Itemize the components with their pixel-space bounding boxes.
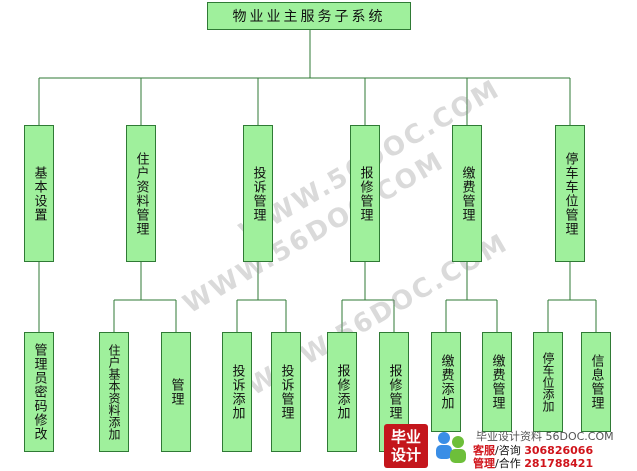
submodule-parking-add: 停车位添加: [533, 332, 563, 432]
submodule-label: 停车位添加: [541, 352, 555, 412]
module-parking: 停车车位管理: [555, 125, 585, 262]
submodule-admin-password: 管理员密码修改: [24, 332, 54, 452]
module-label: 停车车位管理: [562, 151, 578, 236]
submodule-complaint-manage: 投诉管理: [271, 332, 301, 452]
site-logo: 毕业设计: [384, 424, 428, 468]
submodule-complaint-add: 投诉添加: [222, 332, 252, 452]
submodule-label: 报修管理: [386, 364, 402, 420]
module-label: 投诉管理: [250, 165, 266, 222]
footer-line-2: 客服/咨询 306826066: [473, 444, 594, 457]
module-resident-info: 住户资料管理: [126, 125, 156, 262]
submodule-payment-add: 缴费添加: [431, 332, 461, 432]
module-basic-settings: 基本设置: [24, 125, 54, 262]
footer-line-3: 管理/合作 281788421: [473, 457, 594, 470]
module-label: 报修管理: [357, 165, 373, 222]
submodule-label: 缴费管理: [489, 354, 505, 410]
submodule-label: 管理: [168, 378, 184, 406]
module-payments: 缴费管理: [452, 125, 482, 262]
submodule-label: 报修添加: [334, 364, 350, 420]
module-label: 基本设置: [31, 165, 47, 222]
submodule-label: 住户基本资料添加: [107, 344, 121, 440]
footer-line-1: 毕业设计资料 56DOC.COM: [476, 430, 614, 443]
submodule-info-manage: 信息管理: [581, 332, 611, 432]
root-node: 物业业主服务子系统: [207, 2, 411, 30]
submodule-label: 管理员密码修改: [31, 343, 47, 441]
people-icon: [436, 432, 466, 463]
root-title: 物业业主服务子系统: [232, 9, 386, 25]
submodule-label: 缴费添加: [438, 354, 454, 410]
submodule-resident-manage: 管理: [161, 332, 191, 452]
module-complaints: 投诉管理: [243, 125, 273, 262]
module-repairs: 报修管理: [350, 125, 380, 262]
submodule-repair-add: 报修添加: [327, 332, 357, 452]
submodule-label: 投诉添加: [229, 364, 245, 420]
submodule-resident-add: 住户基本资料添加: [99, 332, 129, 452]
submodule-payment-manage: 缴费管理: [482, 332, 512, 432]
module-label: 缴费管理: [459, 165, 475, 222]
module-label: 住户资料管理: [133, 151, 149, 236]
submodule-label: 信息管理: [588, 354, 604, 410]
submodule-label: 投诉管理: [278, 364, 294, 420]
